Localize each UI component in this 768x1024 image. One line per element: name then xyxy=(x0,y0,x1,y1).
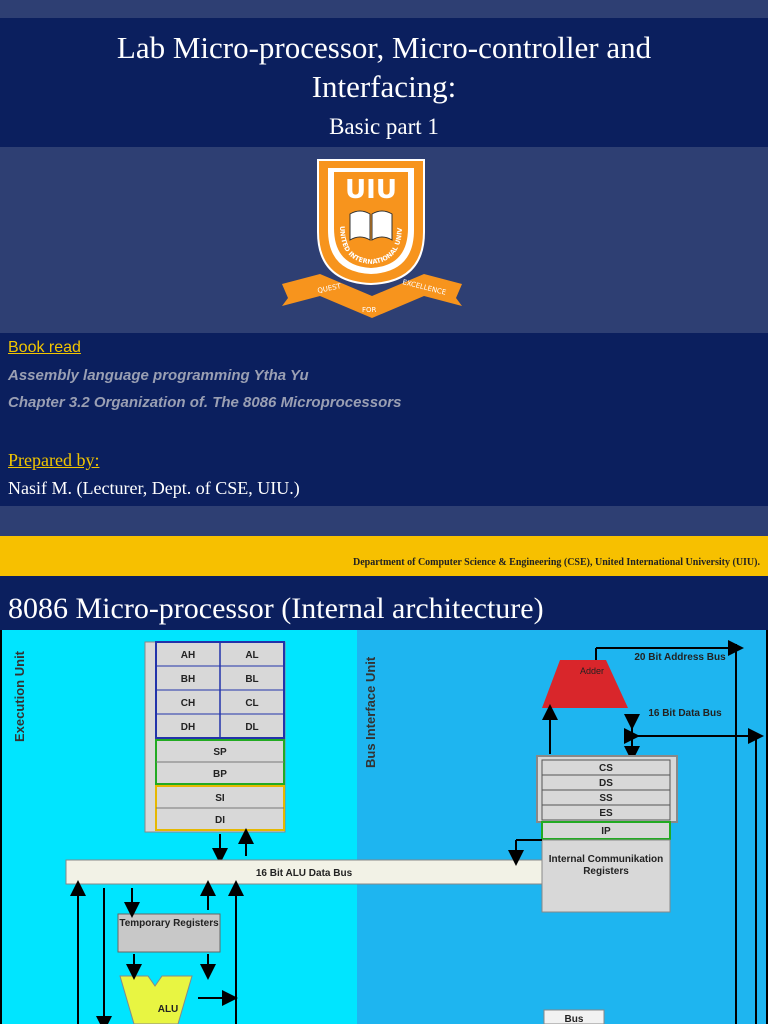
alu-label: ALU xyxy=(158,1004,179,1015)
reg-ss: SS xyxy=(599,793,613,804)
uiu-logo: QUEST FOR EXCELLENCE UIU UNITED INTERNAT… xyxy=(280,156,462,318)
bus-box xyxy=(543,1009,605,1024)
slide-title-line2: Interfacing: xyxy=(311,69,457,104)
temporary-registers xyxy=(117,913,221,953)
internal-registers-label: Internal Communikation Registers xyxy=(548,854,664,877)
slide-title-line1: Lab Micro-processor, Micro-controller an… xyxy=(116,30,652,65)
alu-data-bus-label: 16 Bit ALU Data Bus xyxy=(256,868,353,879)
reg-dh: DH xyxy=(181,722,195,733)
architecture-diagram: Execution Unit Bus Interface Unit AH AL … xyxy=(0,630,768,1024)
reg-bh: BH xyxy=(181,674,195,685)
footer-bar xyxy=(0,536,768,576)
book-line-2: Chapter 3.2 Organization of. The 8086 Mi… xyxy=(8,394,402,411)
prepared-by-heading: Prepared by: xyxy=(8,450,100,470)
data-bus-label: 16 Bit Data Bus xyxy=(648,708,722,719)
book-line-1: Assembly language programming Ytha Yu xyxy=(8,367,309,384)
temporary-registers-label: Temporary Registers xyxy=(119,918,219,929)
department-footer: Department of Computer Science & Enginee… xyxy=(352,557,760,568)
adder-block xyxy=(542,660,628,708)
slide-title: Lab Micro-processor, Micro-controller an… xyxy=(0,28,768,106)
logo-letters: UIU xyxy=(345,175,397,205)
reg-ah: AH xyxy=(181,650,195,661)
prepared-by-name: Nasif M. (Lecturer, Dept. of CSE, UIU.) xyxy=(8,478,300,498)
bus-label: Bus xyxy=(565,1014,584,1024)
reg-es: ES xyxy=(599,808,613,819)
reg-sp: SP xyxy=(213,747,227,758)
reg-ch: CH xyxy=(181,698,195,709)
reg-ds: DS xyxy=(599,778,613,789)
execution-unit-label: Execution Unit xyxy=(12,650,27,742)
slide2-title-bar xyxy=(0,576,768,630)
adder-label: Adder xyxy=(580,666,604,676)
reg-bp: BP xyxy=(213,769,227,780)
reg-cs: CS xyxy=(599,763,613,774)
info-box xyxy=(0,333,768,506)
alu-block xyxy=(119,975,193,1024)
logo-ribbon xyxy=(282,274,462,318)
reg-al: AL xyxy=(245,650,258,661)
title-box xyxy=(0,18,768,147)
address-bus-label: 20 Bit Address Bus xyxy=(634,652,726,663)
reg-cl: CL xyxy=(245,698,258,709)
logo-shield-core xyxy=(334,172,408,268)
top-strip xyxy=(0,0,768,18)
logo-ribbon-center: FOR xyxy=(362,306,377,314)
reg-ip: IP xyxy=(601,826,611,837)
alu-data-bus xyxy=(65,859,547,885)
reg-di: DI xyxy=(215,815,225,826)
reg-bl: BL xyxy=(245,674,258,685)
book-icon xyxy=(349,210,371,241)
internal-communication-registers xyxy=(541,839,671,913)
reg-si: SI xyxy=(215,793,225,804)
slide2-title: 8086 Micro-processor (Internal architect… xyxy=(8,592,544,625)
reg-dl: DL xyxy=(245,722,258,733)
book-read-heading: Book read xyxy=(8,339,81,356)
slide-subtitle: Basic part 1 xyxy=(329,114,439,139)
bus-interface-unit-label: Bus Interface Unit xyxy=(363,656,378,768)
